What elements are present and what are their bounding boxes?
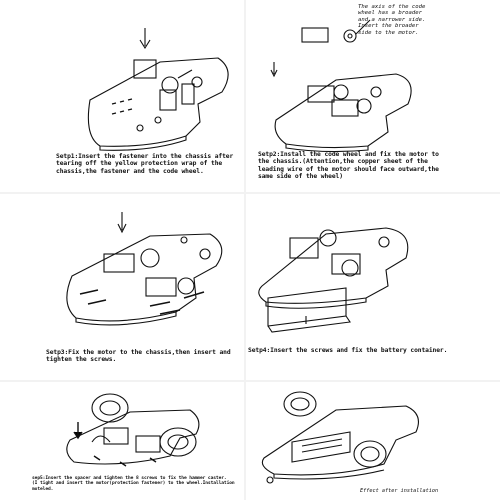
step-4-illustration [258,227,409,333]
step-3-caption: Setp3:Fix the motor to the chassis,then … [46,349,231,364]
step-3-illustration [66,212,223,326]
step-2-panel: The axis of the code wheel has a broader… [246,0,500,192]
step-1-caption: Setp1:Insert the fastener into the chass… [56,153,234,175]
step-1-panel: Setp1:Insert the fastener into the chass… [0,0,244,192]
row-divider-1 [0,192,500,194]
step-4-caption: Setp4:Insert the screws and fix the batt… [248,347,448,354]
step-5-panel: sep5:Insert the spacer and tighten the 8… [0,382,244,500]
step-6-illustration [261,391,419,484]
step-5-illustration [66,393,200,467]
step-2-illustration [270,19,412,153]
column-divider [244,0,246,500]
step-5-caption: sep5:Insert the spacer and tighten the 8… [32,476,235,492]
step-1-illustration [87,28,229,151]
row-divider-2 [0,380,500,382]
step-3-panel: Setp3:Fix the motor to the chassis,then … [0,194,244,380]
step-6-caption: Effect after installation [360,488,439,494]
step-6-panel: Effect after installation [246,382,500,500]
step-4-panel: Setp4:Insert the screws and fix the batt… [246,194,500,380]
step-2-caption: Setp2:Install the code wheel and fix the… [258,151,439,181]
step-2-callout: The axis of the code wheel has a broader… [358,4,426,36]
